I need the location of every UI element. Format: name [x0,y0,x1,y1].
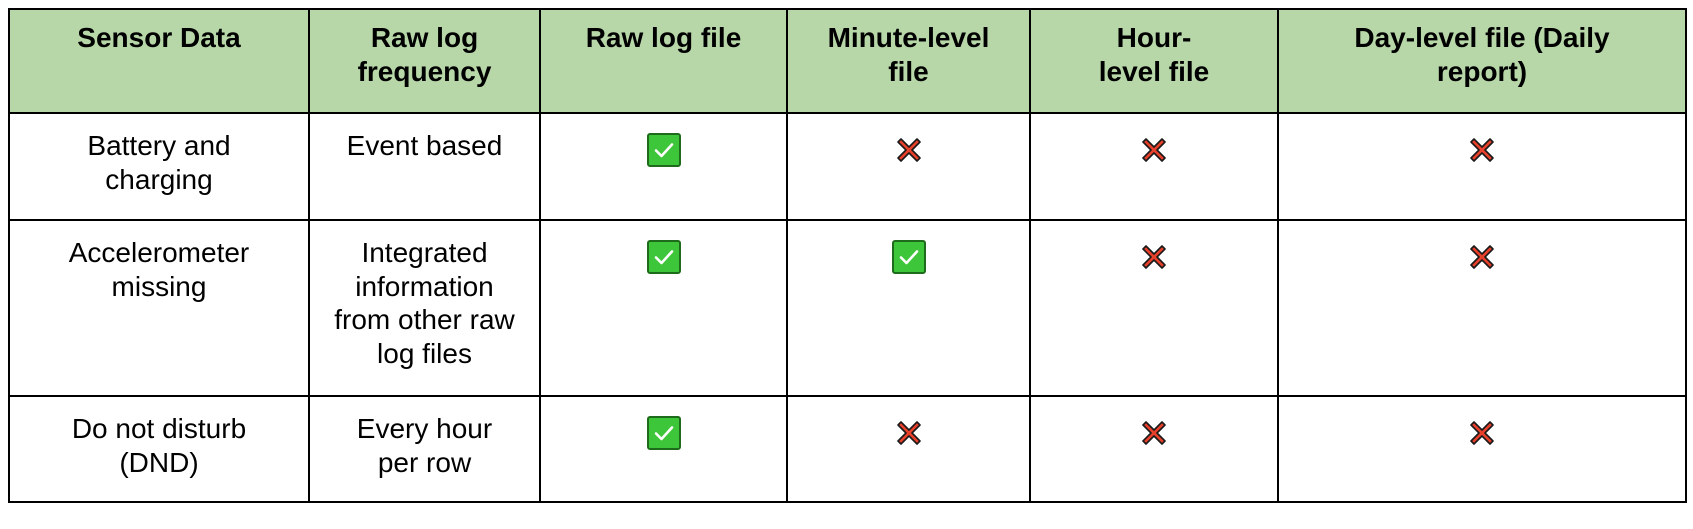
raw-log-file-cell [539,219,788,397]
header-minute-level-file: Minute-level file [786,8,1031,114]
minute-level-file-cell [786,395,1031,503]
table-row: Accelerometer missing Integrated informa… [8,219,1687,397]
check-icon [646,133,681,167]
cross-icon [1465,416,1499,450]
table-row: Do not disturb (DND) Every hour per row [8,395,1687,503]
header-raw-log-frequency: Raw log frequency [308,8,541,114]
hour-level-file-cell [1029,112,1279,221]
check-icon [646,240,681,274]
frequency-cell: Integrated information from other raw lo… [308,219,541,397]
sensor-data-table: Sensor Data Raw log frequency Raw log fi… [8,8,1687,503]
table-row: Battery and charging Event based [8,112,1687,221]
sensor-cell: Do not disturb (DND) [8,395,310,503]
header-raw-log-file: Raw log file [539,8,788,114]
hour-level-file-cell [1029,395,1279,503]
cross-icon [892,133,926,167]
sensor-cell: Accelerometer missing [8,219,310,397]
header-row: Sensor Data Raw log frequency Raw log fi… [8,8,1687,114]
header-day-level-file: Day-level file (Daily report) [1277,8,1687,114]
cross-icon [1137,133,1171,167]
check-icon [891,240,926,274]
cross-icon [892,416,926,450]
cross-icon [1465,133,1499,167]
day-level-file-cell [1277,219,1687,397]
hour-level-file-cell [1029,219,1279,397]
header-sensor-data: Sensor Data [8,8,310,114]
check-icon [646,416,681,450]
day-level-file-cell [1277,112,1687,221]
frequency-cell: Every hour per row [308,395,541,503]
raw-log-file-cell [539,112,788,221]
cross-icon [1137,240,1171,274]
minute-level-file-cell [786,219,1031,397]
raw-log-file-cell [539,395,788,503]
cross-icon [1465,240,1499,274]
cross-icon [1137,416,1171,450]
header-hour-level-file: Hour-level file [1029,8,1279,114]
sensor-cell: Battery and charging [8,112,310,221]
minute-level-file-cell [786,112,1031,221]
day-level-file-cell [1277,395,1687,503]
frequency-cell: Event based [308,112,541,221]
